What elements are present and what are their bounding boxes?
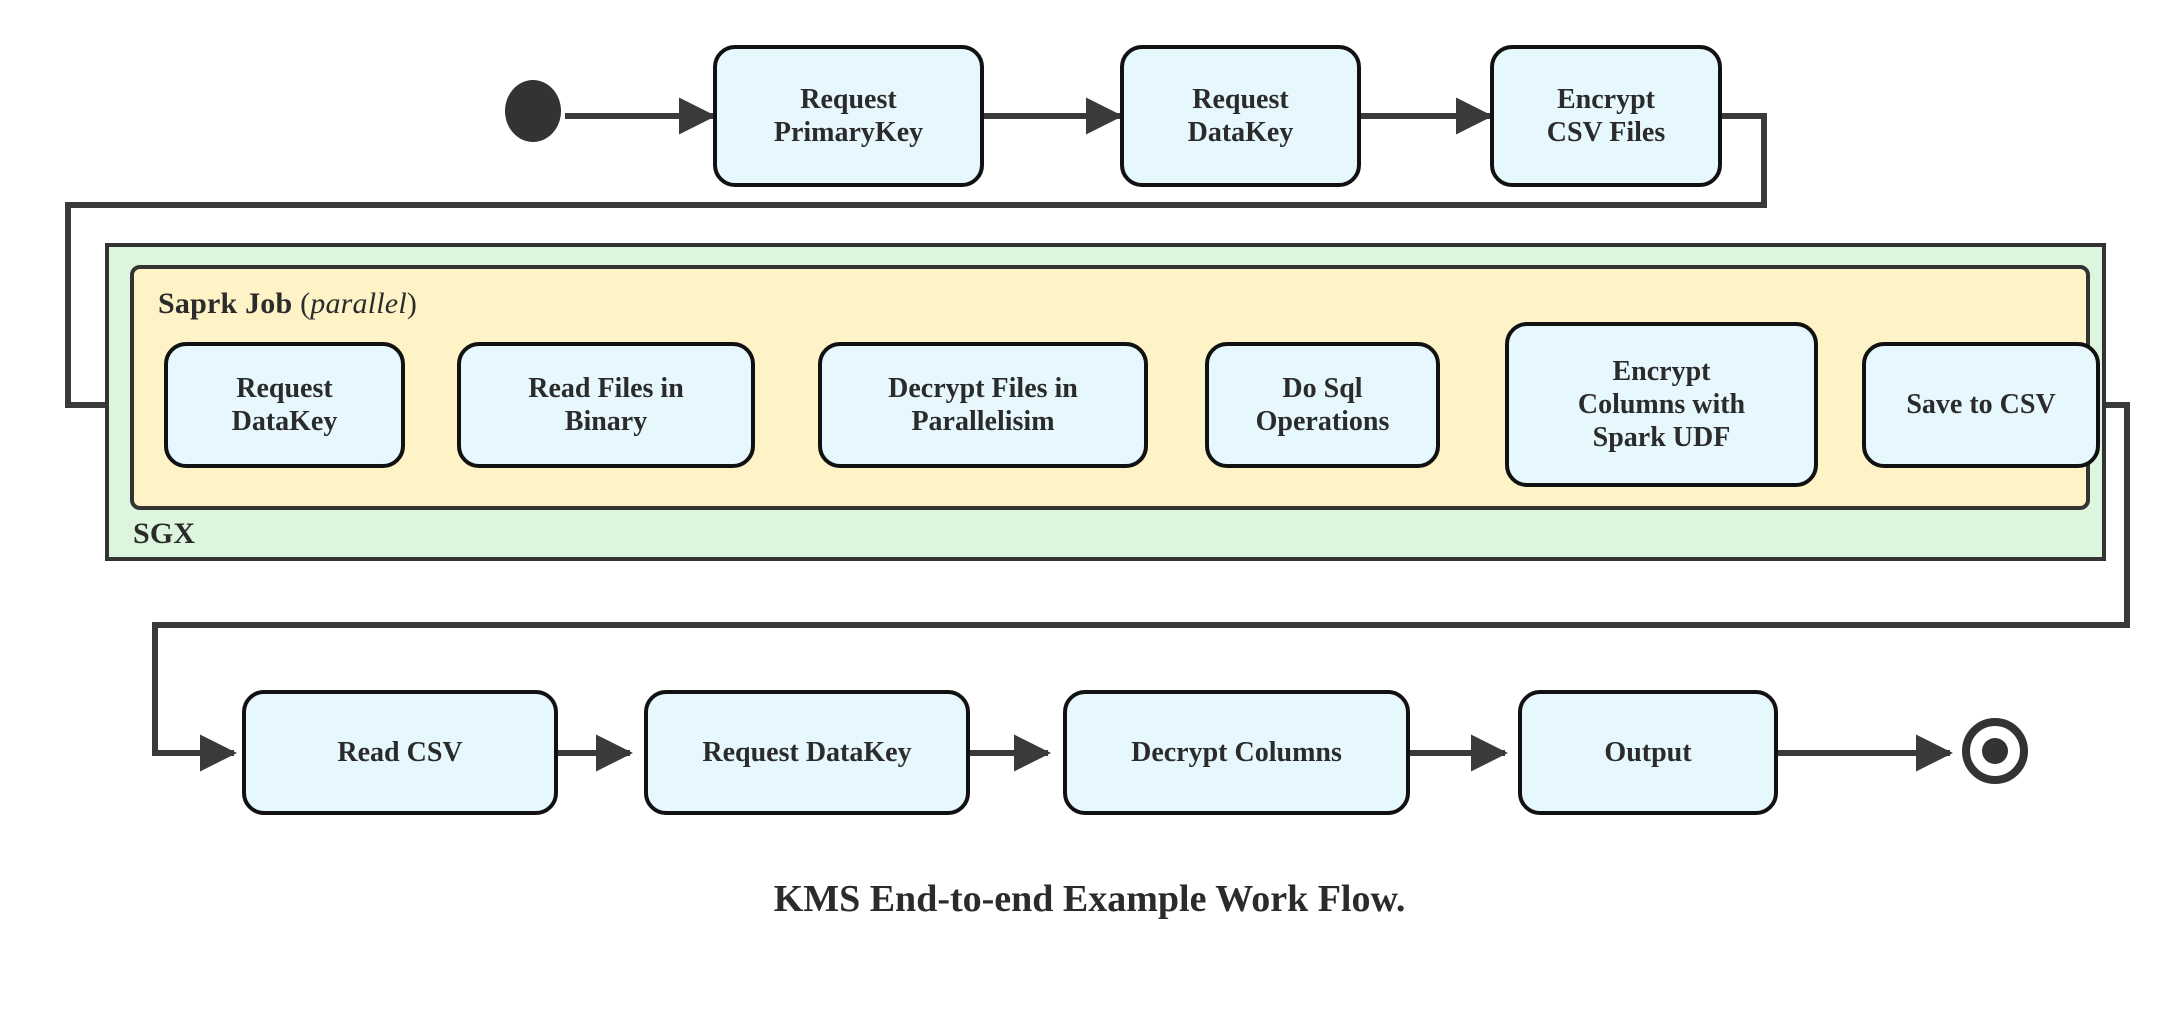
node-request-datakey-spark[interactable]: Request DataKey (164, 342, 405, 468)
node-line: Columns with (1577, 388, 1746, 420)
node-decrypt-columns[interactable]: Decrypt Columns (1063, 690, 1410, 815)
node-line: Binary (564, 406, 648, 437)
spark-job-label-bold: Saprk Job (158, 287, 293, 320)
node-line: DataKey (231, 406, 338, 437)
node-request-primarykey[interactable]: Request PrimaryKey (713, 45, 984, 187)
node-do-sql-operations[interactable]: Do Sql Operations (1205, 342, 1440, 468)
sgx-container-label: SGX (133, 517, 196, 550)
end-node-icon (1962, 718, 2028, 784)
spark-job-label-italic: parallel (310, 287, 407, 320)
node-line: Encrypt (1557, 83, 1655, 115)
node-encrypt-csv-files[interactable]: Encrypt CSV Files (1490, 45, 1722, 187)
node-line: Request (236, 372, 333, 404)
node-line: PrimaryKey (773, 117, 924, 148)
node-line: Parallelisim (911, 406, 1055, 437)
node-line: Do Sql (1282, 372, 1363, 404)
node-line: Output (1604, 736, 1692, 768)
node-line: Save to CSV (1906, 389, 2056, 421)
node-save-to-csv[interactable]: Save to CSV (1862, 342, 2100, 468)
paren-close: ) (406, 287, 418, 320)
node-line: Read CSV (337, 736, 463, 768)
start-node-icon (505, 80, 561, 142)
node-request-datakey-top[interactable]: Request DataKey (1120, 45, 1361, 187)
node-read-files-in-binary[interactable]: Read Files in Binary (457, 342, 755, 468)
node-line: Decrypt Columns (1131, 736, 1342, 768)
node-line: Request (800, 83, 897, 115)
node-line: DataKey (1187, 117, 1294, 148)
node-encrypt-columns-with-spark-udf[interactable]: Encrypt Columns with Spark UDF (1505, 322, 1818, 487)
node-line: CSV Files (1546, 117, 1666, 148)
node-line: Request DataKey (702, 736, 912, 768)
diagram-caption: KMS End-to-end Example Work Flow. (773, 878, 1406, 920)
node-read-csv[interactable]: Read CSV (242, 690, 558, 815)
node-line: Decrypt Files in (888, 372, 1078, 404)
node-output[interactable]: Output (1518, 690, 1778, 815)
node-line: Spark UDF (1592, 422, 1731, 454)
node-line: Read Files in (528, 372, 684, 404)
node-line: Request (1192, 83, 1289, 115)
paren-open: ( (300, 287, 311, 320)
node-line: Encrypt (1612, 355, 1711, 387)
node-decrypt-files-in-parallelisim[interactable]: Decrypt Files in Parallelisim (818, 342, 1148, 468)
node-request-datakey-bottom[interactable]: Request DataKey (644, 690, 970, 815)
spark-job-container-label: Saprk Job (parallel) (158, 287, 417, 321)
node-line: Operations (1255, 406, 1390, 437)
